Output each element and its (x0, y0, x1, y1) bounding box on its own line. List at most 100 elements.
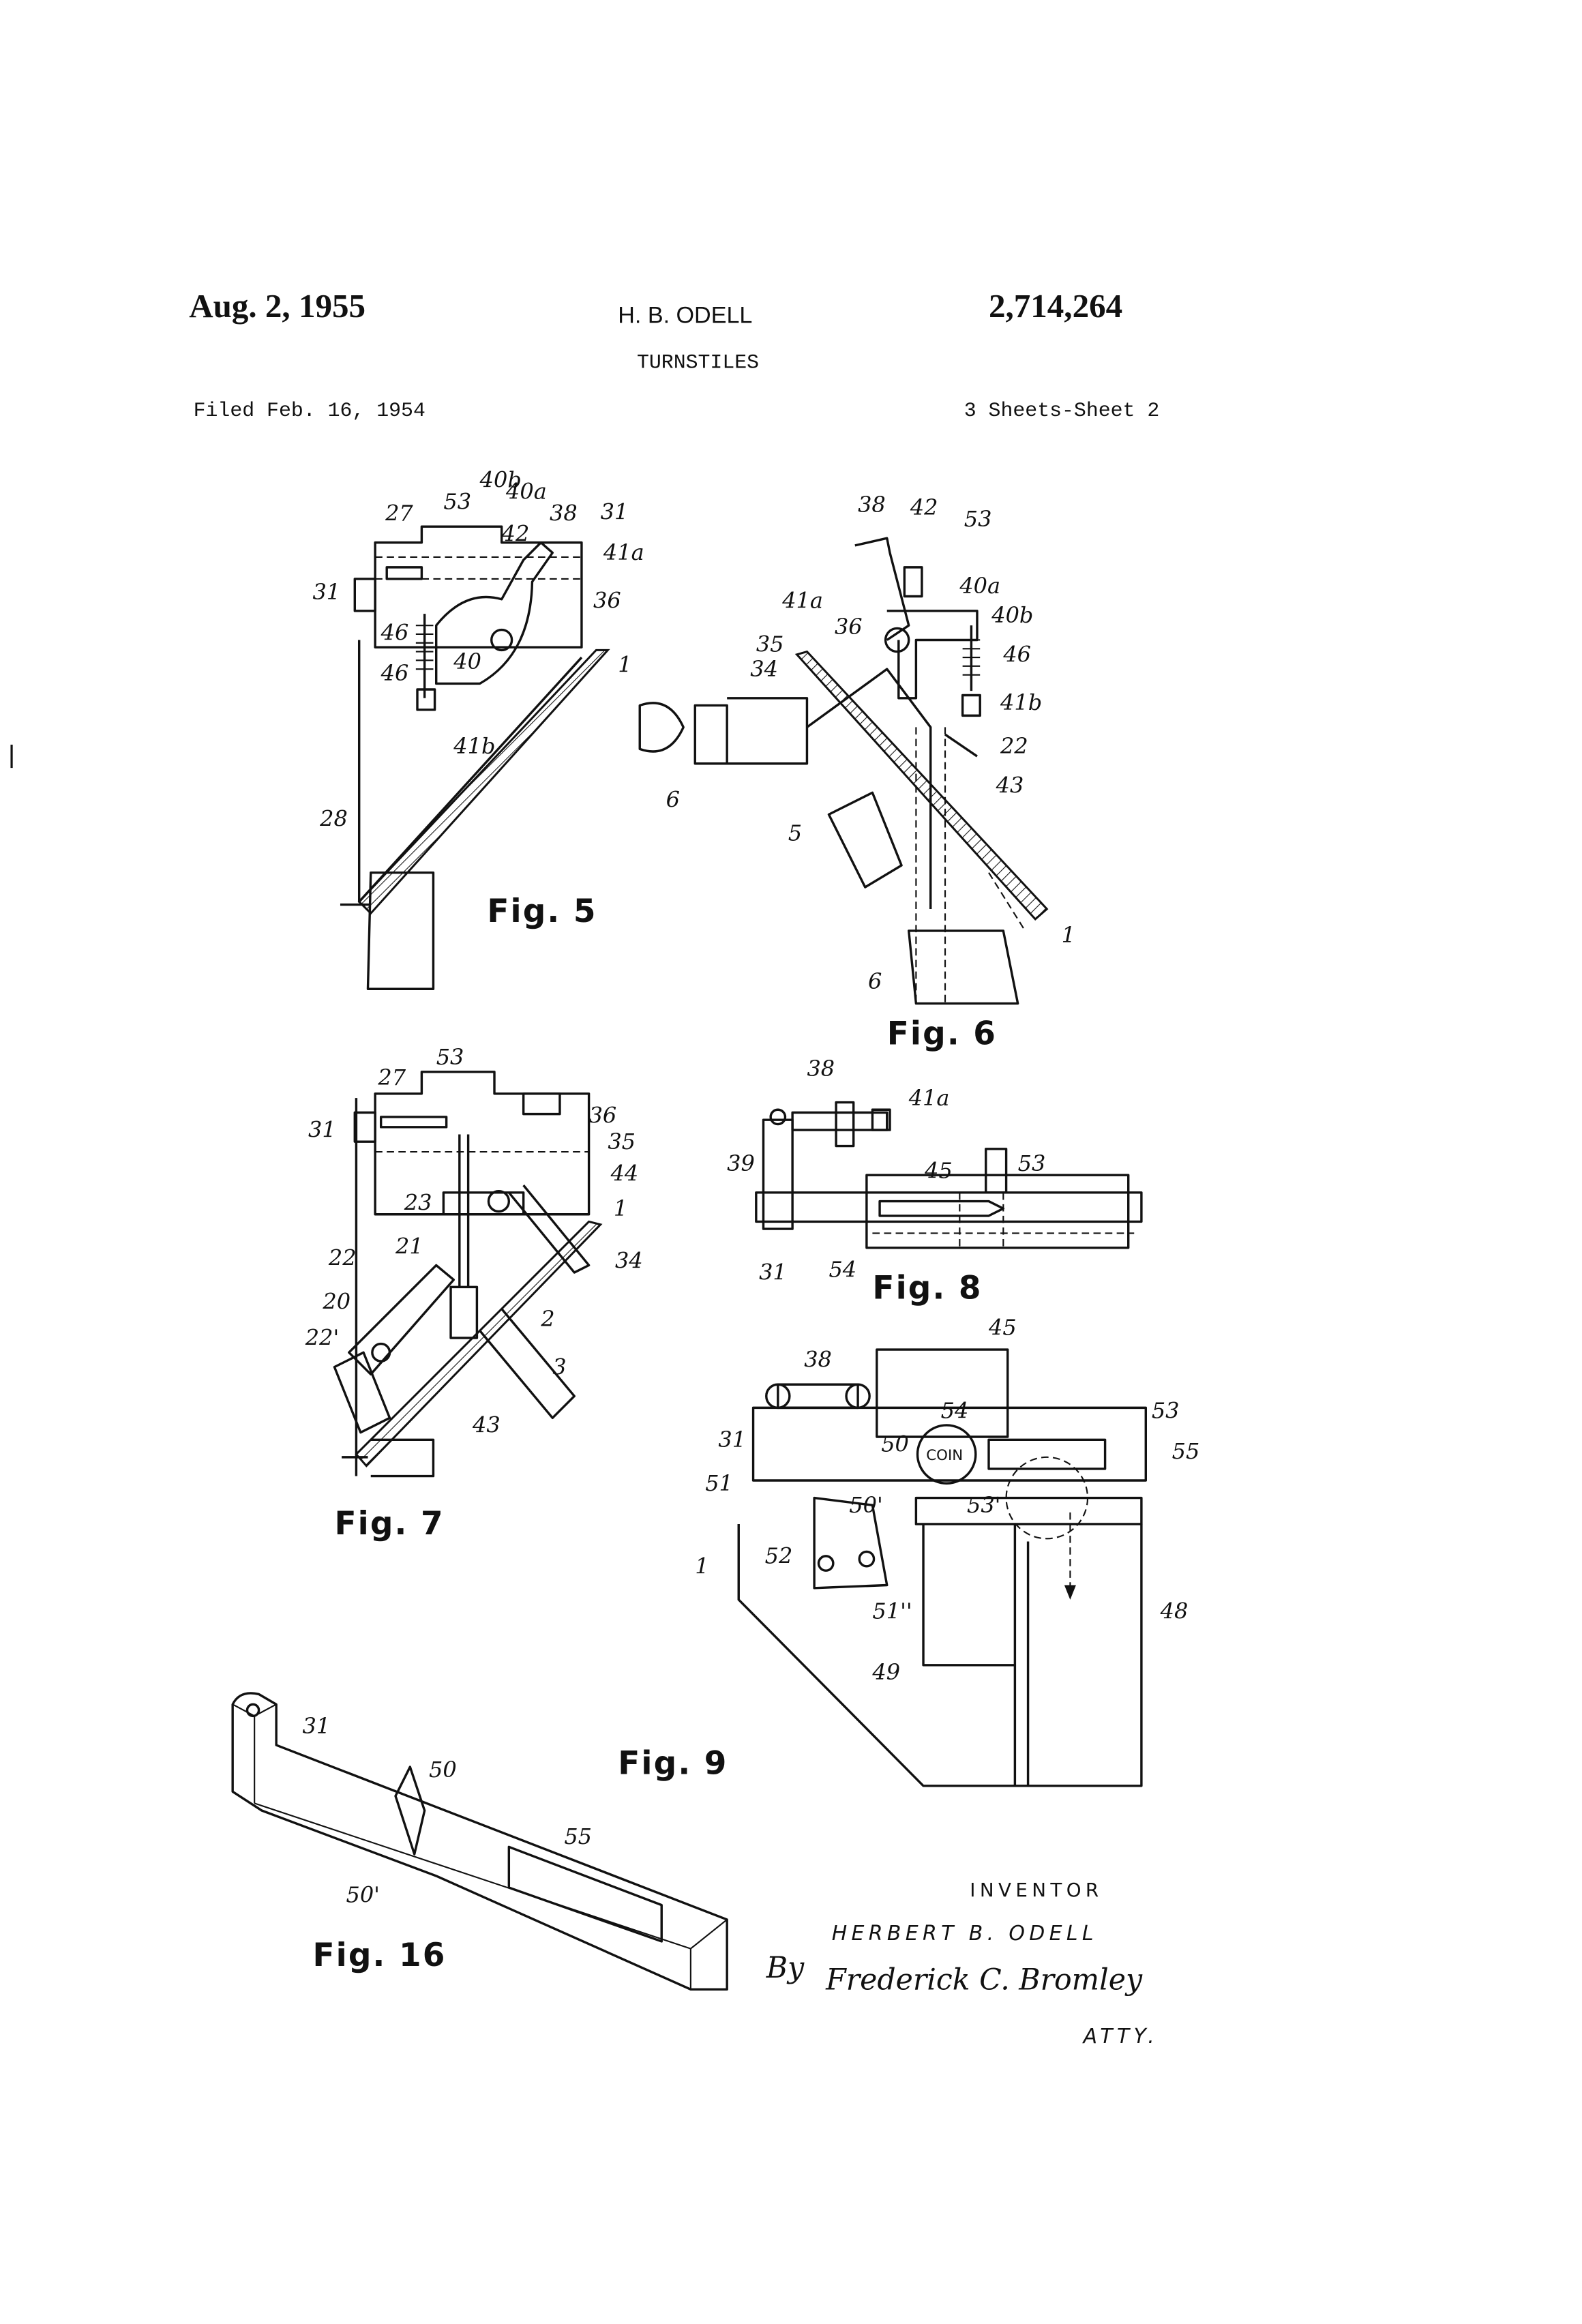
reference-numeral: 23 (404, 1189, 432, 1215)
fig-16-label: Fig. 16 (312, 1937, 446, 1974)
reference-numeral: 49 (871, 1659, 900, 1685)
reference-numeral: 40b (991, 602, 1033, 628)
fig-16-reference-numerals: 31 50 55 50' (303, 1713, 593, 1907)
fig-7-reference-numerals: 53 27 31 36 35 44 23 1 21 22 34 20 2 22'… (305, 1044, 643, 1437)
reference-numeral: 31 (308, 1117, 336, 1143)
figure-7: Fig. 7 53 27 31 36 35 44 23 1 21 22 34 2… (305, 1044, 643, 1543)
reference-numeral: 41a (908, 1085, 950, 1111)
patent-title: TURNSTILES (637, 351, 759, 374)
fig-8-reference-numerals: 38 41a 39 45 53 31 54 (727, 1056, 1045, 1285)
reference-numeral: 42 (910, 494, 938, 520)
reference-numeral: 50' (849, 1492, 882, 1518)
reference-numeral: 22 (1000, 733, 1028, 759)
reference-numeral: 41b (453, 733, 495, 759)
reference-numeral: 38 (550, 501, 578, 526)
figure-16: Fig. 16 31 50 55 50' (231, 1692, 728, 1991)
reference-numeral: 36 (835, 614, 863, 640)
reference-numeral: 39 (727, 1150, 755, 1176)
reference-numeral: 31 (718, 1427, 746, 1452)
reference-numeral: 28 (319, 805, 348, 831)
reference-numeral: 46 (380, 619, 409, 645)
reference-numeral: 22' (305, 1325, 339, 1351)
reference-numeral: 42 (501, 520, 530, 546)
reference-numeral: 31 (303, 1713, 331, 1739)
reference-numeral: 6 (868, 968, 882, 994)
reference-numeral: 36 (593, 588, 621, 614)
reference-numeral: 38 (858, 492, 886, 518)
coin-label: COIN (926, 1447, 963, 1464)
inventor-heading: INVENTOR (970, 1879, 1103, 1901)
reference-numeral: 53 (443, 489, 471, 515)
filed-date: Filed Feb. 16, 1954 (194, 399, 426, 422)
reference-numeral: 1 (1062, 922, 1075, 948)
figure-8: Fig. 8 38 41a 39 45 53 31 54 (727, 1056, 1143, 1307)
reference-numeral: 40b (479, 467, 522, 493)
attorney-signature: Frederick C. Bromley (825, 1963, 1143, 1997)
reference-numeral: 53 (964, 506, 992, 532)
reference-numeral: 27 (385, 501, 413, 526)
attorney-label: ATTY. (1082, 2025, 1159, 2049)
reference-numeral: 40 (453, 649, 481, 674)
reference-numeral: 52 (765, 1543, 793, 1569)
reference-numeral: 50 (881, 1431, 909, 1457)
reference-numeral: 1 (618, 651, 631, 677)
reference-numeral: 48 (1160, 1598, 1189, 1624)
reference-numeral: 53' (967, 1492, 1000, 1518)
by-label: By (766, 1951, 805, 1985)
reference-numeral: 45 (924, 1157, 953, 1183)
reference-numeral: 53 (1018, 1150, 1046, 1176)
reference-numeral: 34 (615, 1248, 643, 1274)
reference-numeral: 2 (540, 1306, 554, 1332)
reference-numeral: 54 (829, 1256, 856, 1282)
fig-5-label: Fig. 5 (487, 893, 597, 930)
reference-numeral: 5 (788, 820, 802, 846)
header: Aug. 2, 1955 H. B. ODELL 2,714,264 TURNS… (189, 287, 1159, 422)
patent-date: Aug. 2, 1955 (189, 287, 365, 325)
reference-numeral: 1 (695, 1553, 708, 1579)
reference-numeral: 55 (564, 1823, 592, 1849)
reference-numeral: 41b (1000, 689, 1042, 715)
reference-numeral: 27 (377, 1064, 406, 1090)
inventor-short-name: H. B. ODELL (618, 303, 752, 329)
patent-number: 2,714,264 (989, 287, 1122, 325)
fig-7-label: Fig. 7 (334, 1505, 444, 1543)
fig-6-reference-numerals: 38 42 53 40a 41a 40b 36 35 46 34 41b 22 … (666, 492, 1075, 994)
reference-numeral: 53 (1152, 1397, 1180, 1423)
reference-numeral: 35 (608, 1129, 636, 1154)
reference-numeral: 46 (1002, 641, 1031, 667)
fig-5-reference-numerals: 27 53 40b 40a 38 31 42 41a 31 36 46 40 1… (312, 467, 644, 832)
reference-numeral: 50' (346, 1881, 379, 1907)
fig-8-label: Fig. 8 (872, 1269, 982, 1307)
reference-numeral: 41a (603, 539, 644, 565)
reference-numeral: 40a (959, 573, 1000, 599)
reference-numeral: 38 (804, 1347, 832, 1373)
reference-numeral: 6 (666, 787, 680, 813)
reference-numeral: 41a (781, 588, 823, 614)
reference-numeral: 54 (941, 1397, 969, 1423)
reference-numeral: 20 (322, 1288, 350, 1314)
reference-numeral: 45 (988, 1315, 1017, 1341)
figure-5: Fig. 5 27 53 40b 40a 38 31 42 41a 31 36 … (312, 467, 644, 990)
reference-numeral: 31 (601, 499, 629, 525)
sheet-count: 3 Sheets-Sheet 2 (964, 399, 1160, 422)
reference-numeral: 51 (705, 1470, 733, 1496)
fig-6-label: Fig. 6 (887, 1015, 997, 1052)
figure-6: Fig. 6 38 42 53 40a 41a 40b 36 35 46 34 … (638, 492, 1075, 1052)
reference-numeral: 50 (429, 1757, 457, 1783)
reference-numeral: 44 (610, 1161, 639, 1187)
reference-numeral: 43 (472, 1412, 501, 1438)
inventor-name: HERBERT B. ODELL (832, 1922, 1098, 1946)
reference-numeral: 43 (996, 772, 1024, 798)
reference-numeral: 35 (756, 631, 784, 657)
reference-numeral: 53 (436, 1044, 464, 1070)
reference-numeral: 51'' (872, 1598, 912, 1624)
reference-numeral: 46 (380, 660, 409, 686)
reference-numeral: 21 (395, 1233, 423, 1259)
fig-9-reference-numerals: 45 38 54 53 31 50 55 51 50' 53' 52 1 51'… (695, 1315, 1199, 1685)
figure-9: COIN Fig. 9 45 38 54 53 31 50 55 51 50' … (618, 1315, 1199, 1787)
reference-numeral: 34 (750, 656, 778, 682)
reference-numeral: 22 (328, 1245, 357, 1270)
reference-numeral: 40a (505, 479, 547, 505)
reference-numeral: 38 (807, 1056, 835, 1082)
